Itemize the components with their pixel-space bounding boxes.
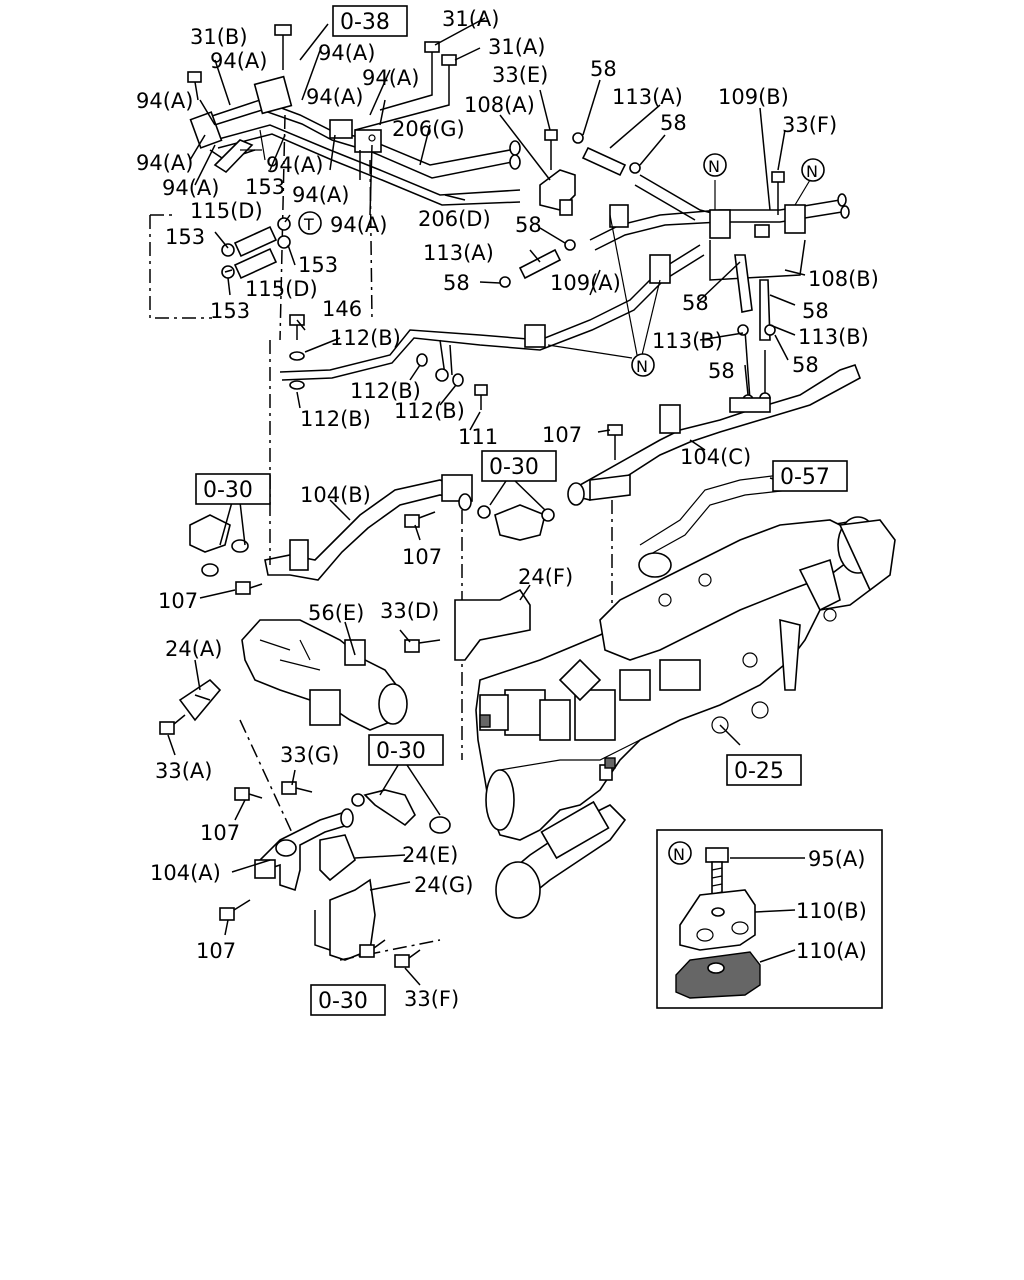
- callout-33f-1: 33(F): [782, 113, 837, 137]
- callout-58-1: 58: [590, 57, 617, 81]
- callout-31a-2: 31(A): [488, 35, 545, 59]
- callout-112b-1: 112(B): [330, 326, 401, 350]
- marker-n-3: [631, 353, 655, 377]
- callout-104a: 104(A): [150, 861, 221, 885]
- callout-153-1: 153: [245, 175, 285, 199]
- callout-58-7: 58: [792, 353, 819, 377]
- marker-n-2-label: N: [806, 162, 818, 181]
- callout-58-6: 58: [802, 299, 829, 323]
- callout-24g: 24(G): [414, 873, 473, 897]
- callout-115d-2: 115(D): [245, 277, 318, 301]
- callout-104b: 104(B): [300, 483, 371, 507]
- ref-box-0-57: [772, 460, 848, 492]
- inset-label-95a: 95(A): [808, 847, 865, 871]
- marker-n-1-label: N: [708, 157, 720, 176]
- callout-94a-10: 94(A): [330, 213, 387, 237]
- inset-label-110b: 110(B): [796, 899, 867, 923]
- callout-58-2: 58: [660, 111, 687, 135]
- ref-box-0-30-b: [481, 450, 557, 482]
- callout-113b-1: 113(B): [652, 329, 723, 353]
- callout-107-5: 107: [196, 939, 236, 963]
- callout-104c: 104(C): [680, 445, 751, 469]
- ref-label-0-30-d: 0-30: [318, 989, 368, 1014]
- leader-lines: [167, 17, 806, 986]
- callout-107-3: 107: [158, 589, 198, 613]
- callout-108a: 108(A): [464, 93, 535, 117]
- ref-box-0-25: [726, 754, 802, 786]
- callout-31a-1: 31(A): [442, 7, 499, 31]
- callout-113a-1: 113(A): [612, 85, 683, 109]
- marker-t-label: T: [303, 215, 314, 234]
- inset-marker-n-label: N: [673, 845, 685, 864]
- marker-n-1: [703, 153, 727, 177]
- callout-112b-3: 112(B): [394, 399, 465, 423]
- callout-107-4: 107: [200, 821, 240, 845]
- ref-label-0-25: 0-25: [734, 759, 784, 784]
- callout-24a: 24(A): [165, 637, 222, 661]
- ref-box-0-30-a: [195, 473, 271, 505]
- callout-33f-2: 33(F): [404, 987, 459, 1011]
- callout-113a-2: 113(A): [423, 241, 494, 265]
- ref-box-0-30-c: [368, 734, 444, 766]
- callout-94a-2: 94(A): [318, 41, 375, 65]
- callout-58-4: 58: [443, 271, 470, 295]
- ref-box-0-30-d: [310, 984, 386, 1016]
- lower-pipe-group: [219, 781, 451, 968]
- callout-153-2: 153: [165, 225, 205, 249]
- callout-206g: 206(G): [392, 117, 465, 141]
- callout-94a-8: 94(A): [162, 176, 219, 200]
- callout-58-5: 58: [682, 291, 709, 315]
- inset-label-110a: 110(A): [796, 939, 867, 963]
- callout-107-1: 107: [542, 423, 582, 447]
- callout-113b-2: 113(B): [798, 325, 869, 349]
- clip-detail-inset: N 95(A) 110(B) 110(A): [656, 829, 883, 1009]
- callout-112b-2: 112(B): [350, 379, 421, 403]
- callout-94a-9: 94(A): [292, 183, 349, 207]
- callout-33a: 33(A): [155, 759, 212, 783]
- callout-56e: 56(E): [308, 601, 364, 625]
- callout-58-3: 58: [515, 213, 542, 237]
- ref-label-0-57: 0-57: [780, 465, 830, 490]
- ref-box-0-38: [332, 5, 408, 37]
- marker-n-3-label: N: [636, 357, 648, 376]
- callout-109a: 109(A): [550, 271, 621, 295]
- callout-108b: 108(B): [808, 267, 879, 291]
- callout-33e: 33(E): [492, 63, 548, 87]
- group-reference-boxes: 0-38 0-30 0-30 0-57 0-30 0-25 0-30: [195, 5, 848, 1016]
- callout-94a-4: 94(A): [306, 85, 363, 109]
- callout-33g: 33(G): [280, 743, 339, 767]
- callout-58-8: 58: [708, 359, 735, 383]
- ref-label-0-30-c: 0-30: [376, 739, 426, 764]
- marker-t: [298, 211, 322, 235]
- ref-label-0-38: 0-38: [340, 10, 390, 35]
- callout-153-4: 153: [210, 299, 250, 323]
- callout-94a-7: 94(A): [266, 153, 323, 177]
- callout-33d: 33(D): [380, 599, 439, 623]
- marker-n-2: [801, 158, 825, 182]
- callout-31b: 31(B): [190, 25, 248, 49]
- ref-label-0-30-a: 0-30: [203, 478, 253, 503]
- callout-labels: 31(B) 94(A) 94(A) 94(A) 94(A) 94(A) 94(A…: [136, 7, 879, 1011]
- callout-109b: 109(B): [718, 85, 789, 109]
- callout-107-2: 107: [402, 545, 442, 569]
- callout-153-3: 153: [298, 253, 338, 277]
- callout-94a-6: 94(A): [136, 151, 193, 175]
- callout-94a-1: 94(A): [210, 49, 267, 73]
- callout-24f: 24(F): [518, 565, 573, 589]
- circled-markers: N N N T: [298, 153, 825, 377]
- callout-94a-5: 94(A): [136, 89, 193, 113]
- engine-housing: [159, 474, 896, 919]
- callout-115d-1: 115(D): [190, 199, 263, 223]
- inset-marker-n: [668, 841, 692, 865]
- callout-146: 146: [322, 297, 362, 321]
- callout-206d: 206(D): [418, 207, 491, 231]
- callout-111: 111: [458, 425, 498, 449]
- ref-label-0-30-b: 0-30: [489, 455, 539, 480]
- callout-24e: 24(E): [402, 843, 458, 867]
- callout-112b-4: 112(B): [300, 407, 371, 431]
- callout-94a-3: 94(A): [362, 66, 419, 90]
